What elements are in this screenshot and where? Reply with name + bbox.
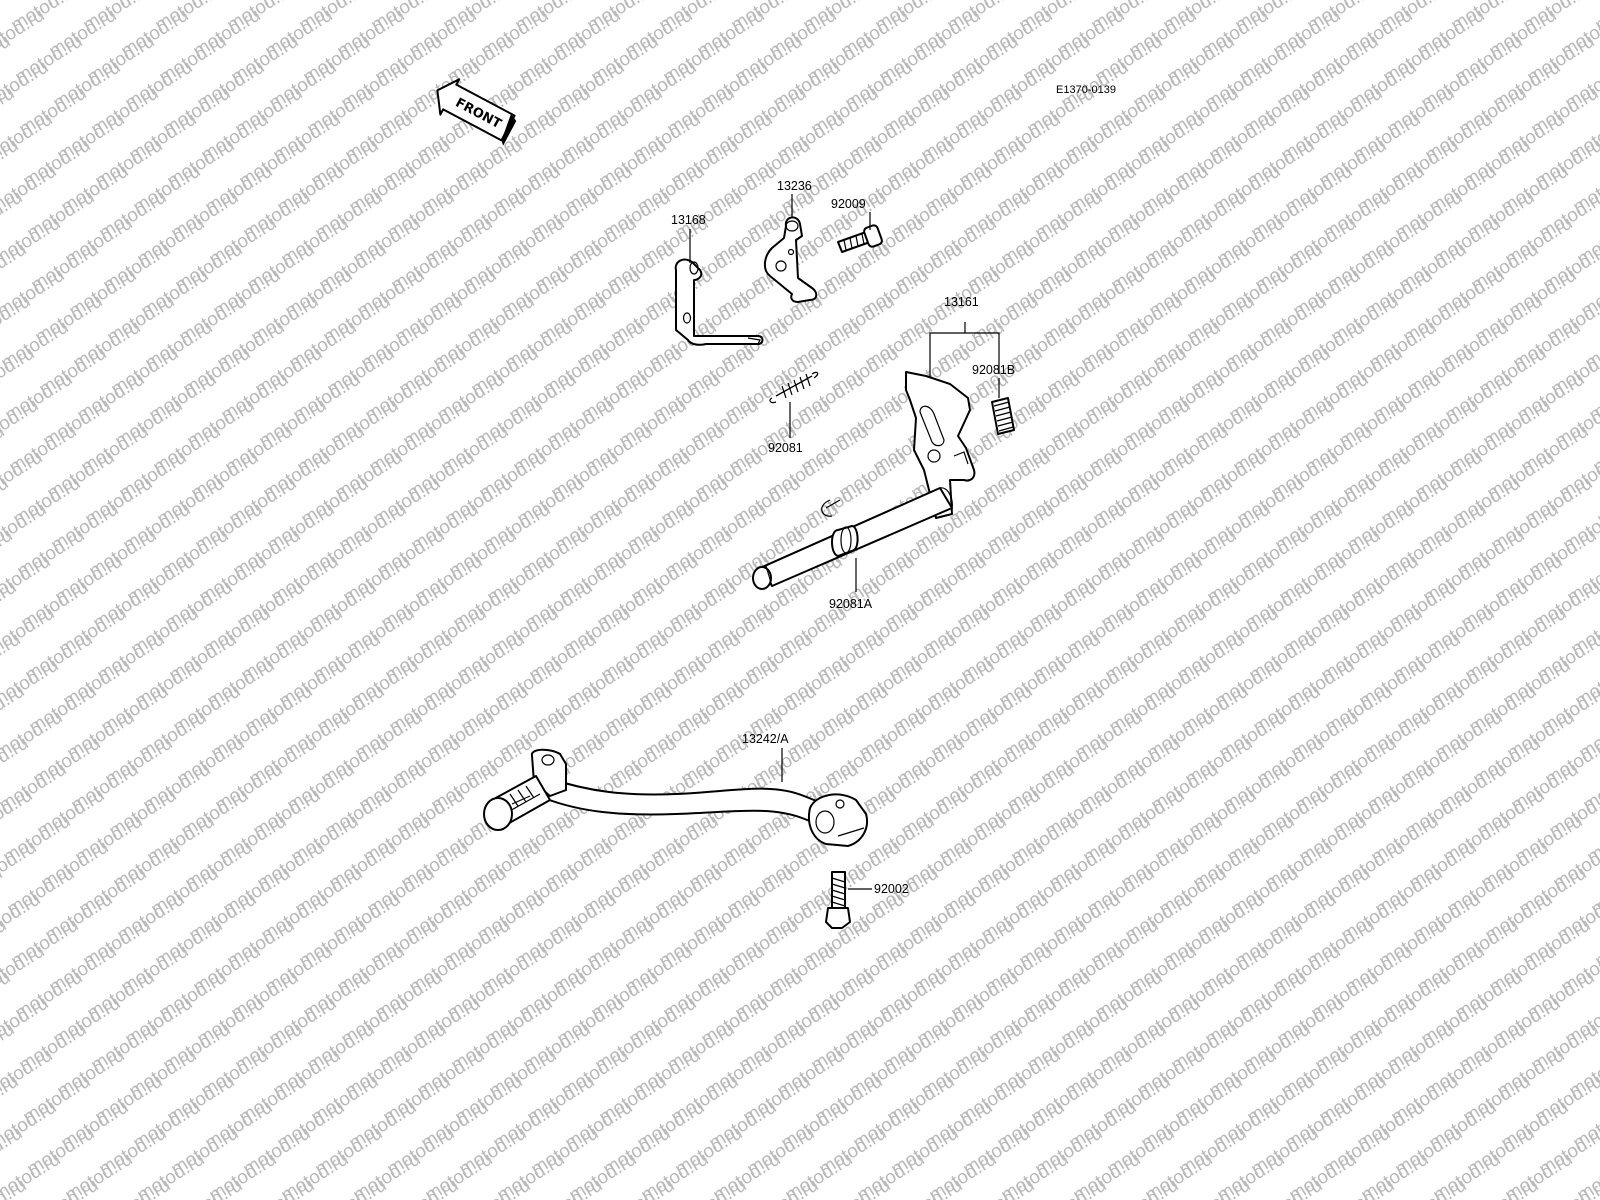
part-92002-bolt — [825, 871, 851, 929]
label-92081: 92081 — [768, 441, 803, 455]
label-13242A: 13242/A — [742, 732, 789, 746]
label-13168: 13168 — [671, 213, 706, 227]
label-92081B: 92081B — [972, 363, 1015, 377]
label-92002: 92002 — [874, 882, 909, 896]
label-13236: 13236 — [777, 179, 812, 193]
part-13236-arm — [764, 216, 818, 303]
part-92081B-spring — [991, 397, 1015, 435]
label-92081A: 92081A — [829, 597, 873, 611]
part-92009-screw — [837, 224, 883, 253]
label-92009: 92009 — [831, 197, 866, 211]
part-13242A-shift-pedal — [483, 748, 868, 847]
part-13168-bracket — [674, 258, 764, 346]
part-92081-spring — [769, 371, 819, 404]
front-arrow-icon: FRONT — [436, 78, 517, 146]
label-13161: 13161 — [944, 295, 979, 309]
diagram-code: E1370-0139 — [1056, 84, 1116, 96]
part-13161-shift-shaft — [752, 371, 976, 590]
